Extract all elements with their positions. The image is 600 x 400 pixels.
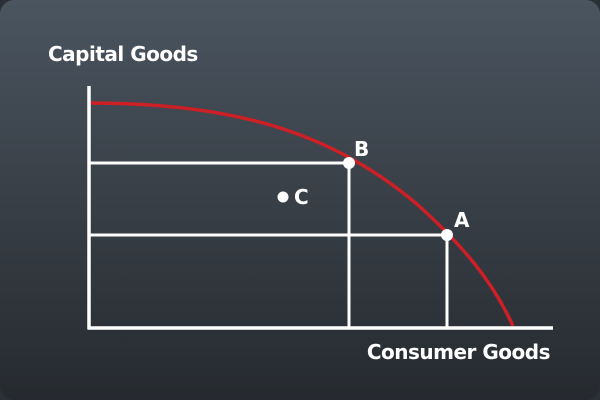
- point-b-label: B: [354, 137, 369, 161]
- point-c-label: C: [294, 185, 309, 209]
- y-axis-label: Capital Goods: [48, 42, 198, 66]
- ppf-curve: [88, 101, 515, 327]
- point-c-marker: [277, 191, 289, 203]
- x-axis-label: Consumer Goods: [367, 340, 550, 364]
- point-a-marker: [441, 229, 453, 241]
- point-b-marker: [343, 157, 355, 169]
- point-a-label: A: [454, 208, 470, 232]
